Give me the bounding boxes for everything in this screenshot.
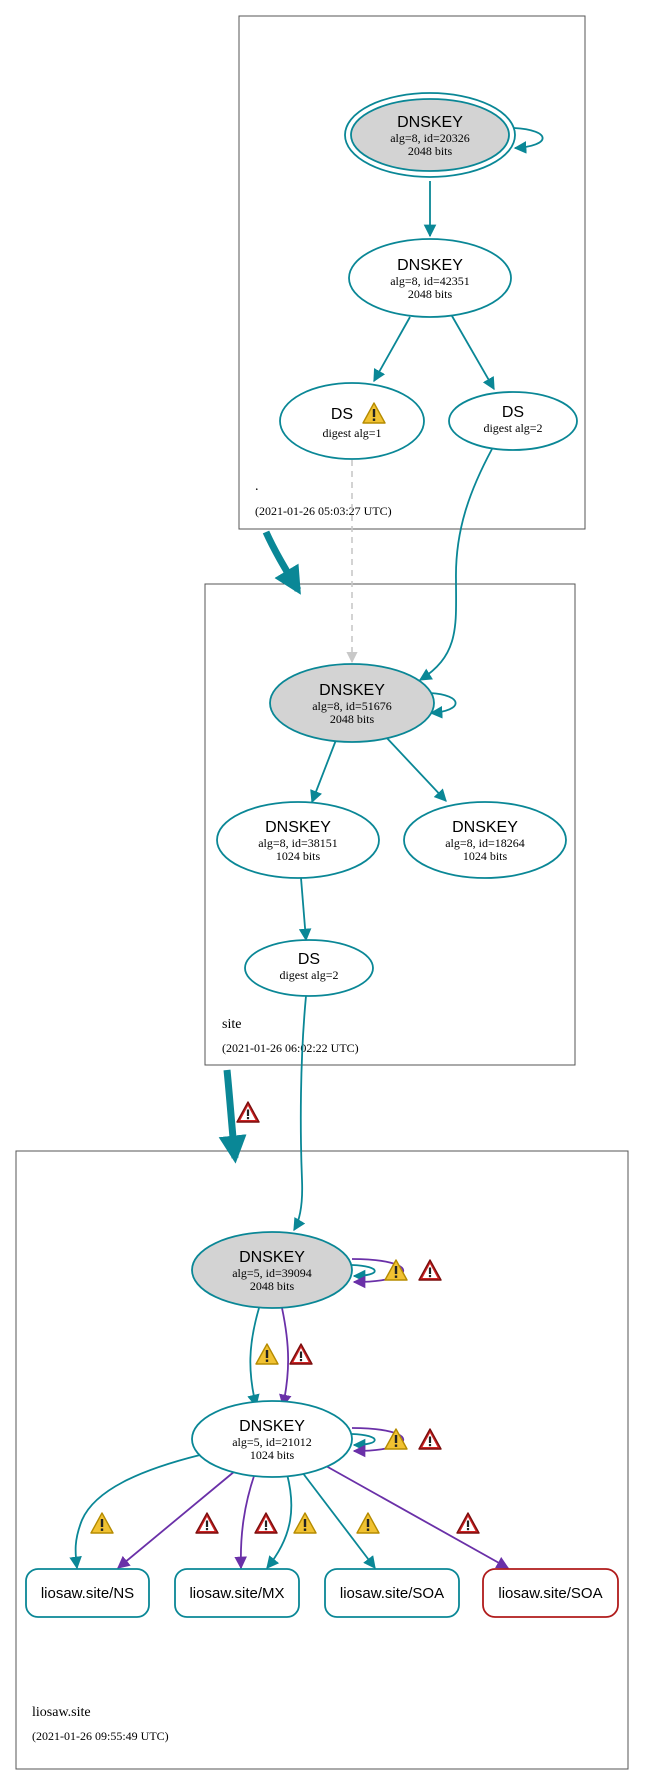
node-bits: 2048 bits xyxy=(330,712,375,726)
edge-root-zsk-ds2 xyxy=(451,315,495,391)
error-icon[interactable] xyxy=(418,1259,442,1281)
error-icon[interactable] xyxy=(236,1101,260,1123)
node-title: DNSKEY xyxy=(452,819,518,836)
node-detail: alg=8, id=20326 xyxy=(390,131,470,145)
edge-site-ds-lio-ksk xyxy=(293,995,307,1232)
node-site-ksk[interactable]: DNSKEY alg=8, id=51676 2048 bits xyxy=(269,663,435,743)
node-bits: 1024 bits xyxy=(276,849,321,863)
node-title: DNSKEY xyxy=(239,1418,305,1435)
record-label: liosaw.site/SOA xyxy=(340,1585,444,1602)
error-icon[interactable] xyxy=(418,1428,442,1450)
edge-lio-zsk-ns-purple xyxy=(117,1470,236,1569)
node-site-zsk-38151[interactable]: DNSKEY alg=8, id=38151 1024 bits xyxy=(216,801,380,879)
node-detail: digest alg=2 xyxy=(483,421,542,435)
edge-lio-zsk-ns-teal xyxy=(69,1454,201,1570)
zone-liosaw-box xyxy=(15,1150,629,1770)
node-detail: alg=8, id=18264 xyxy=(445,836,525,850)
edge-site-ksk-zsk2 xyxy=(384,735,447,802)
edge-site-zsk1-ds xyxy=(298,877,312,942)
node-title: DS xyxy=(298,951,320,968)
edge-lio-zsk-soa2-purple xyxy=(325,1465,510,1569)
node-title: DS xyxy=(331,406,353,423)
warning-icon[interactable] xyxy=(255,1343,279,1365)
edge-lio-ksk-self-teal xyxy=(351,1264,376,1283)
zone-liosaw-name: liosaw.site xyxy=(32,1705,91,1720)
edge-root-ksk-self xyxy=(513,127,544,154)
node-title: DS xyxy=(502,404,524,421)
error-icon[interactable] xyxy=(289,1343,313,1365)
edge-site-ksk-self xyxy=(429,692,457,719)
node-title: DNSKEY xyxy=(239,1249,305,1266)
node-bits: 1024 bits xyxy=(463,849,508,863)
node-root-ksk[interactable]: DNSKEY alg=8, id=20326 2048 bits xyxy=(344,92,516,178)
error-icon[interactable] xyxy=(456,1512,480,1534)
node-detail: alg=8, id=38151 xyxy=(258,836,338,850)
record-label: liosaw.site/NS xyxy=(41,1585,134,1602)
node-title: DNSKEY xyxy=(319,682,385,699)
zone-root-timestamp: (2021-01-26 05:03:27 UTC) xyxy=(255,504,392,518)
node-detail: digest alg=2 xyxy=(279,968,338,982)
error-icon[interactable] xyxy=(254,1512,278,1534)
edge-lio-zsk-self-teal xyxy=(351,1433,376,1452)
node-detail: alg=8, id=42351 xyxy=(390,274,470,288)
record-mx[interactable]: liosaw.site/MX xyxy=(174,1568,300,1618)
record-label: liosaw.site/MX xyxy=(189,1585,284,1602)
node-detail: digest alg=1 xyxy=(322,426,381,440)
edge-lio-zsk-soa1-teal xyxy=(301,1471,376,1570)
edge-lio-zsk-self-purple xyxy=(351,1427,404,1458)
edge-lio-zsk-mx-teal xyxy=(266,1473,293,1569)
zone-site-timestamp: (2021-01-26 06:02:22 UTC) xyxy=(222,1041,359,1055)
node-lio-ksk[interactable]: DNSKEY alg=5, id=39094 2048 bits xyxy=(191,1231,353,1309)
record-soa-invalid[interactable]: liosaw.site/SOA xyxy=(482,1568,619,1618)
node-root-ds2[interactable]: DS digest alg=2 xyxy=(448,391,578,451)
zone-root-name: . xyxy=(255,479,259,494)
node-detail: alg=5, id=21012 xyxy=(232,1435,312,1449)
zone-site-name: site xyxy=(222,1017,241,1032)
delegation-root-site xyxy=(262,530,302,595)
node-site-zsk-18264[interactable]: DNSKEY alg=8, id=18264 1024 bits xyxy=(403,801,567,879)
node-bits: 2048 bits xyxy=(408,144,453,158)
node-bits: 2048 bits xyxy=(408,287,453,301)
node-site-ds[interactable]: DS digest alg=2 xyxy=(244,939,374,997)
delegation-site-liosaw xyxy=(218,1069,247,1164)
edge-lio-ksk-zsk-teal xyxy=(247,1307,260,1408)
node-lio-zsk[interactable]: DNSKEY alg=5, id=21012 1024 bits xyxy=(191,1400,353,1478)
edge-lio-zsk-mx-purple xyxy=(234,1472,256,1570)
node-title: DNSKEY xyxy=(397,114,463,131)
edge-lio-ksk-zsk-purple xyxy=(279,1307,292,1408)
error-icon[interactable] xyxy=(195,1512,219,1534)
node-title: DNSKEY xyxy=(265,819,331,836)
record-label: liosaw.site/SOA xyxy=(498,1585,602,1602)
warning-icon[interactable] xyxy=(90,1512,114,1534)
record-soa[interactable]: liosaw.site/SOA xyxy=(324,1568,460,1618)
zone-site-box xyxy=(204,583,576,1066)
warning-icon[interactable] xyxy=(356,1512,380,1534)
edge-site-ksk-zsk1 xyxy=(310,739,337,804)
node-bits: 2048 bits xyxy=(250,1279,295,1293)
node-root-zsk[interactable]: DNSKEY alg=8, id=42351 2048 bits xyxy=(348,238,512,318)
zone-root-box xyxy=(238,15,586,530)
node-detail: alg=8, id=51676 xyxy=(312,699,392,713)
warning-icon[interactable] xyxy=(293,1512,317,1534)
edge-lio-ksk-self-purple xyxy=(351,1258,404,1289)
node-bits: 1024 bits xyxy=(250,1448,295,1462)
zone-liosaw-timestamp: (2021-01-26 09:55:49 UTC) xyxy=(32,1729,169,1743)
node-detail: alg=5, id=39094 xyxy=(232,1266,312,1280)
node-title: DNSKEY xyxy=(397,257,463,274)
node-root-ds1[interactable]: DS digest alg=1 xyxy=(279,382,425,460)
record-ns[interactable]: liosaw.site/NS xyxy=(25,1568,150,1618)
edge-root-zsk-ds1 xyxy=(373,316,411,383)
edge-root-ds2-site-ksk xyxy=(418,448,493,681)
